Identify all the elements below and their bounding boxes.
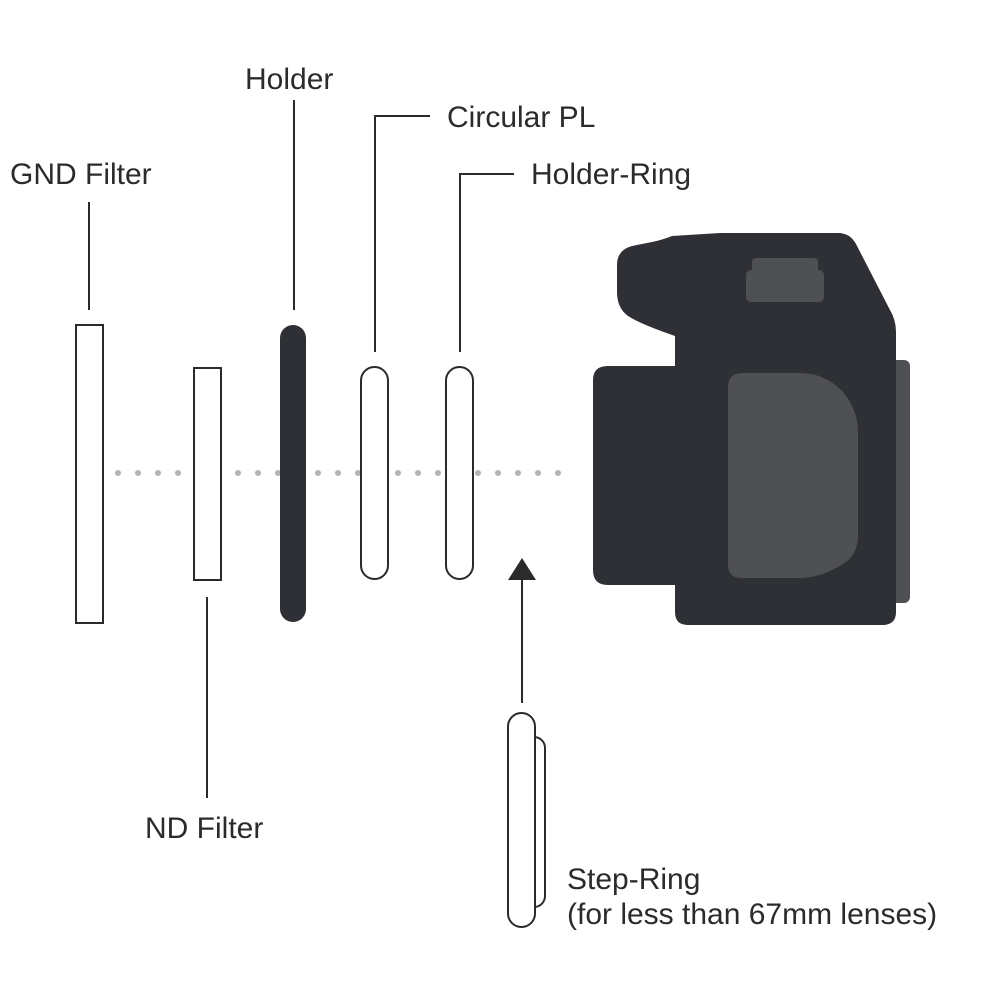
holder-shape	[280, 325, 306, 622]
circular-pl-label: Circular PL	[447, 101, 595, 134]
circular-pl-shape	[360, 366, 389, 580]
nd-filter-label: ND Filter	[145, 812, 263, 845]
holder-ring-label: Holder-Ring	[531, 158, 691, 191]
arrow-up-icon	[508, 558, 536, 580]
holder-label: Holder	[245, 63, 333, 96]
camera-body-icon	[593, 233, 910, 625]
step-ring-label-line2: (for less than 67mm lenses)	[567, 898, 937, 931]
nd-filter-shape	[193, 367, 222, 581]
holder-ring-shape	[445, 366, 474, 580]
step-ring-label-line1: Step-Ring	[567, 863, 700, 896]
step-ring-shape	[507, 712, 546, 928]
circular-pl-leader	[374, 115, 430, 352]
holder-ring-leader	[459, 173, 514, 352]
gnd-filter-shape	[75, 324, 104, 624]
gnd-filter-label: GND Filter	[10, 158, 152, 191]
